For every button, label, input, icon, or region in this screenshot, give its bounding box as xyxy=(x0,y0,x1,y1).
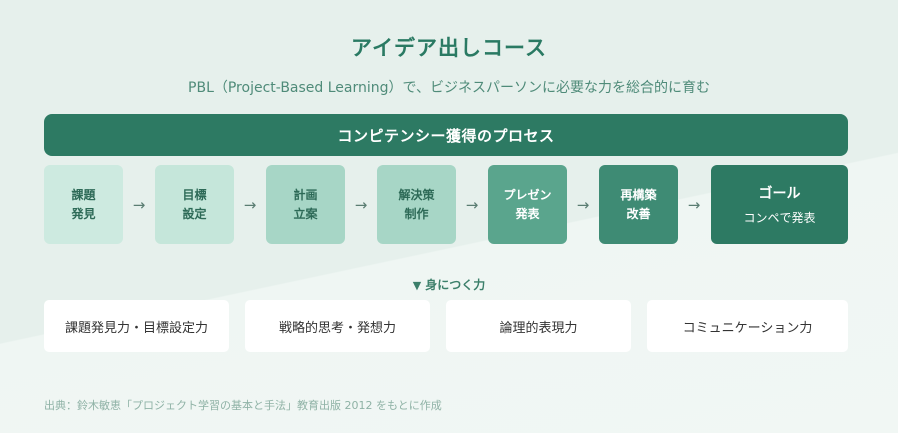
step-4: 解決策 制作 xyxy=(377,165,456,244)
skill-card: 課題発見力・目標設定力 xyxy=(44,300,229,352)
arrow-right-icon: → xyxy=(132,195,146,214)
skills-heading: ▼身につく力 xyxy=(0,276,898,293)
arrow-right-icon: → xyxy=(243,195,257,214)
step-5: プレゼン 発表 xyxy=(488,165,567,244)
skills-heading-label: 身につく力 xyxy=(425,278,486,292)
skill-card: 戦略的思考・発想力 xyxy=(245,300,430,352)
arrow-right-icon: → xyxy=(576,195,590,214)
step-1: 課題 発見 xyxy=(44,165,123,244)
goal-subtitle: コンペで発表 xyxy=(743,211,816,225)
arrow-right-icon: → xyxy=(465,195,479,214)
skill-card: コミュニケーション力 xyxy=(647,300,848,352)
page-title: アイデア出しコース xyxy=(351,36,547,60)
goal-step: ゴール コンペで発表 xyxy=(711,165,848,244)
source-citation: 出典：鈴木敏恵「プロジェクト学習の基本と手法」教育出版 2012 をもとに作成 xyxy=(44,399,442,412)
page-subtitle: PBL（Project-Based Learning）で、ビジネスパーソンに必要… xyxy=(188,80,710,96)
arrow-right-icon: → xyxy=(687,195,701,214)
triangle-down-icon: ▼ xyxy=(412,279,422,292)
process-banner: コンピテンシー獲得のプロセス xyxy=(44,114,848,156)
goal-title: ゴール xyxy=(758,186,801,202)
step-6: 再構築 改善 xyxy=(599,165,678,244)
step-3: 計画 立案 xyxy=(266,165,345,244)
step-2: 目標 設定 xyxy=(155,165,234,244)
arrow-right-icon: → xyxy=(354,195,368,214)
skill-card: 論理的表現力 xyxy=(446,300,631,352)
process-steps: 課題 発見 → 目標 設定 → 計画 立案 → 解決策 制作 → プレゼン 発表… xyxy=(0,165,898,244)
